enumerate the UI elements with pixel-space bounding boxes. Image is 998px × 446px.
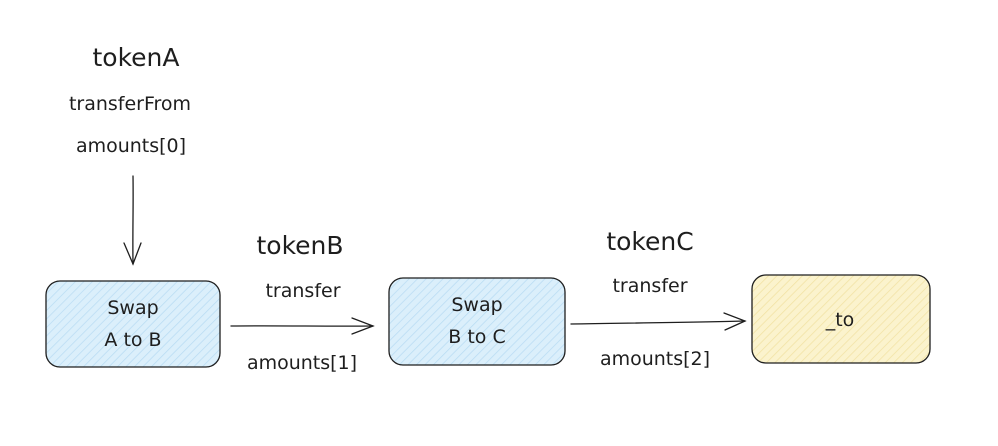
edge-1-operation-label: transfer bbox=[265, 280, 340, 302]
swap-a-to-b-line1: Swap bbox=[107, 297, 158, 319]
swap-a-to-b-node: Swap A to B bbox=[45, 280, 221, 368]
swap-b-to-c-line2: B to C bbox=[448, 326, 505, 348]
incoming-token-label: tokenA bbox=[92, 43, 179, 72]
edge-2-amount-label: amounts[2] bbox=[600, 348, 710, 370]
incoming-operation-label: transferFrom bbox=[69, 93, 191, 115]
swap-b-to-c-line1: Swap bbox=[451, 294, 502, 316]
swap-a-to-b-line2: A to B bbox=[104, 329, 161, 351]
incoming-arrow bbox=[123, 175, 142, 266]
incoming-amount-label: amounts[0] bbox=[76, 135, 186, 157]
edge-2-operation-label: transfer bbox=[612, 275, 687, 297]
to-node-label: _to bbox=[825, 309, 855, 331]
edge-2-arrow bbox=[570, 312, 747, 331]
edge-2-token-label: tokenC bbox=[606, 227, 693, 256]
edge-1-amount-label: amounts[1] bbox=[247, 352, 357, 374]
edge-1-arrow bbox=[230, 317, 375, 335]
edge-1-token-label: tokenB bbox=[256, 231, 343, 260]
to-node: _to bbox=[751, 274, 931, 364]
swap-b-to-c-node: Swap B to C bbox=[388, 277, 566, 366]
